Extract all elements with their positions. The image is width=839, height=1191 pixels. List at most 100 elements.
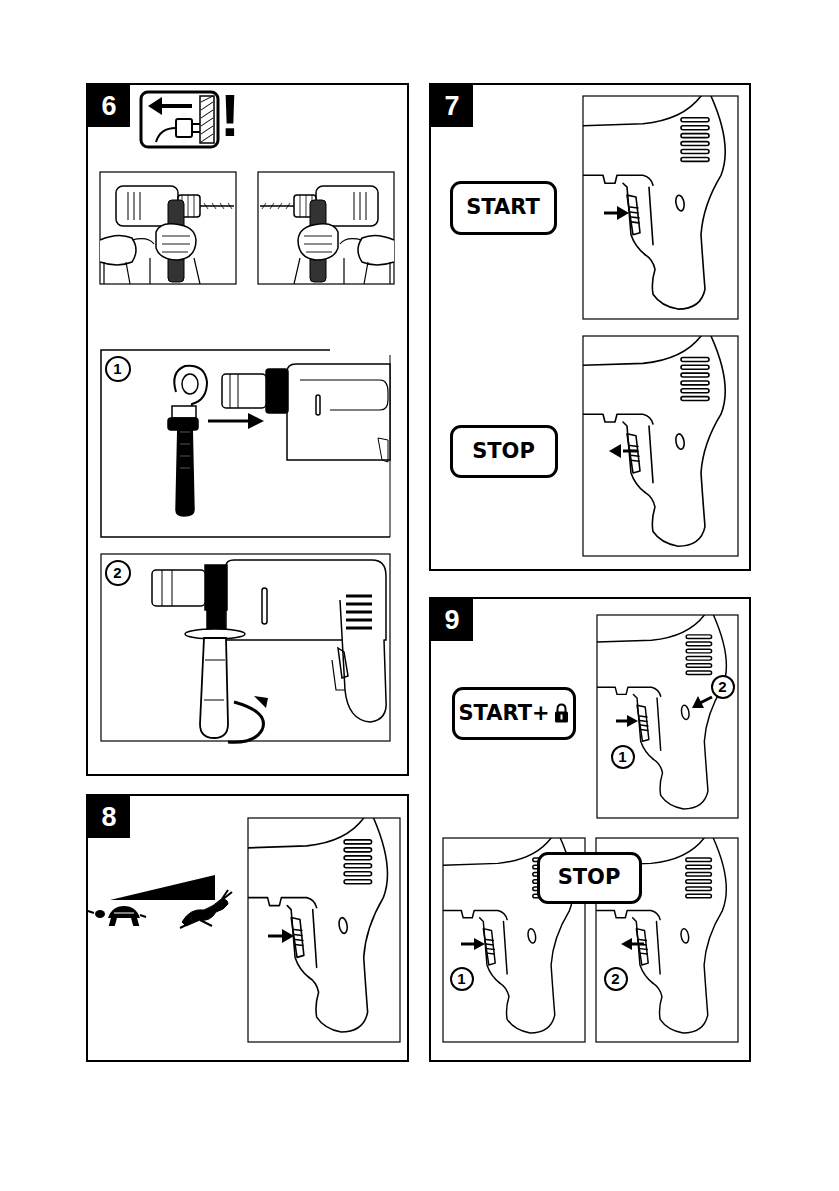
two-hand-grip-photos — [258, 172, 394, 284]
button-label: START — [466, 197, 540, 218]
fit-side-handle-figure — [266, 369, 288, 413]
turtle-symbol — [88, 911, 94, 913]
fit-side-handle-figure — [168, 418, 198, 430]
tighten-side-handle-figure — [101, 554, 390, 741]
lock-icon — [554, 703, 569, 723]
fit-side-handle-figure — [172, 406, 196, 418]
speed-ramp — [110, 875, 215, 900]
fit-side-handle-figure — [101, 350, 390, 537]
press-arrows — [616, 720, 628, 723]
warning-mark: ! — [220, 86, 240, 146]
tighten-side-handle-figure — [262, 588, 267, 624]
press-arrows — [282, 929, 294, 943]
unplug-warning-icon — [201, 96, 213, 142]
switch-figures — [583, 96, 725, 309]
press-arrows — [623, 450, 637, 453]
lock-icon — [555, 712, 568, 723]
press-arrows — [692, 696, 704, 708]
turtle-symbol — [114, 913, 134, 914]
step-number: 7 — [431, 85, 473, 127]
callout-number: 1 — [618, 749, 626, 764]
tighten-side-handle-figure — [254, 696, 268, 708]
press-arrows — [268, 935, 283, 938]
unplug-warning-icon — [160, 104, 192, 108]
turtle-symbol — [110, 915, 146, 925]
press-arrows — [632, 943, 644, 946]
switch-figures — [583, 336, 725, 546]
tighten-side-handle-figure — [101, 554, 390, 742]
turtle-symbol — [108, 906, 140, 918]
tighten-side-handle-figure — [228, 702, 263, 742]
tighten-side-handle-figure — [162, 570, 172, 606]
lock-icon — [557, 705, 565, 713]
turtle-symbol — [88, 906, 146, 925]
fit-side-handle-figure — [176, 420, 194, 516]
button-label-box: STOP — [537, 852, 642, 904]
press-arrows — [621, 938, 632, 950]
switch-figures — [248, 818, 387, 1032]
fit-side-handle-figure — [230, 374, 238, 408]
switch-figures — [583, 96, 738, 319]
callout-number: 2 — [113, 565, 121, 580]
button-label-box: START — [450, 181, 557, 235]
switch-figures — [248, 96, 738, 1042]
lock-icon — [560, 715, 562, 720]
fit-side-handle-figure — [222, 374, 266, 408]
tighten-side-handle-figure — [338, 648, 348, 678]
button-label-box: START+ — [452, 687, 576, 740]
unplug-warning-icon — [176, 119, 192, 137]
button-label: START+ — [458, 703, 549, 724]
two-hand-grip-photos — [100, 172, 394, 284]
press-arrows — [700, 697, 712, 703]
step-panel: 8 — [86, 794, 409, 1062]
callout-number: 1 — [113, 361, 121, 376]
unplug-warning-icon — [156, 128, 176, 142]
fit-side-handle-figure — [316, 395, 320, 415]
fit-side-handle-figure — [101, 350, 390, 537]
fit-side-handle-figure — [208, 420, 250, 423]
fit-side-handle-figure — [182, 374, 198, 394]
switch-figures — [597, 615, 726, 809]
step-panel: 6 1 2 — [86, 83, 409, 776]
press-arrows — [474, 938, 485, 950]
callout-number: 2 — [604, 967, 628, 991]
rabbit-symbol — [180, 920, 212, 928]
tighten-side-handle-figure — [332, 660, 345, 690]
turtle-symbol — [95, 910, 105, 918]
callout-number: 2 — [711, 675, 735, 699]
tighten-side-handle-figure — [204, 660, 225, 700]
press-arrows — [617, 206, 629, 220]
switch-figures — [597, 615, 738, 818]
step-number: 9 — [431, 599, 473, 641]
unplug-warning-icon — [141, 92, 218, 147]
unplug-warning-icon — [141, 92, 218, 147]
fit-side-handle-figure — [248, 413, 264, 429]
rabbit-symbol — [180, 890, 232, 928]
tighten-side-handle-figure — [226, 560, 386, 640]
unplug-warning-icon — [192, 124, 200, 132]
press-arrows — [627, 715, 638, 727]
step-panel: 9START+21STOP12 — [429, 597, 751, 1062]
step-number: 6 — [88, 85, 130, 127]
tighten-side-handle-figure — [346, 596, 372, 628]
step-number: 8 — [88, 796, 130, 838]
button-label: STOP — [558, 867, 621, 888]
callout-number: 2 — [611, 971, 619, 986]
two-hand-grip-photos — [100, 172, 236, 284]
fit-side-handle-figure — [378, 438, 388, 462]
press-arrows — [268, 206, 712, 950]
rabbit-symbol — [220, 890, 232, 902]
fit-side-handle-figure — [300, 380, 388, 410]
tighten-side-handle-figure — [200, 638, 228, 738]
press-arrows — [461, 943, 474, 946]
callout-number: 1 — [450, 967, 474, 991]
button-label-box: STOP — [450, 425, 558, 478]
press-arrows — [604, 212, 618, 215]
callout-number: 1 — [611, 745, 635, 769]
callout-number: 2 — [105, 560, 131, 586]
fit-side-handle-figure — [180, 432, 190, 468]
switch-figures — [248, 818, 400, 1042]
speed-ramp — [110, 875, 215, 900]
unplug-warning-icon — [148, 97, 162, 115]
